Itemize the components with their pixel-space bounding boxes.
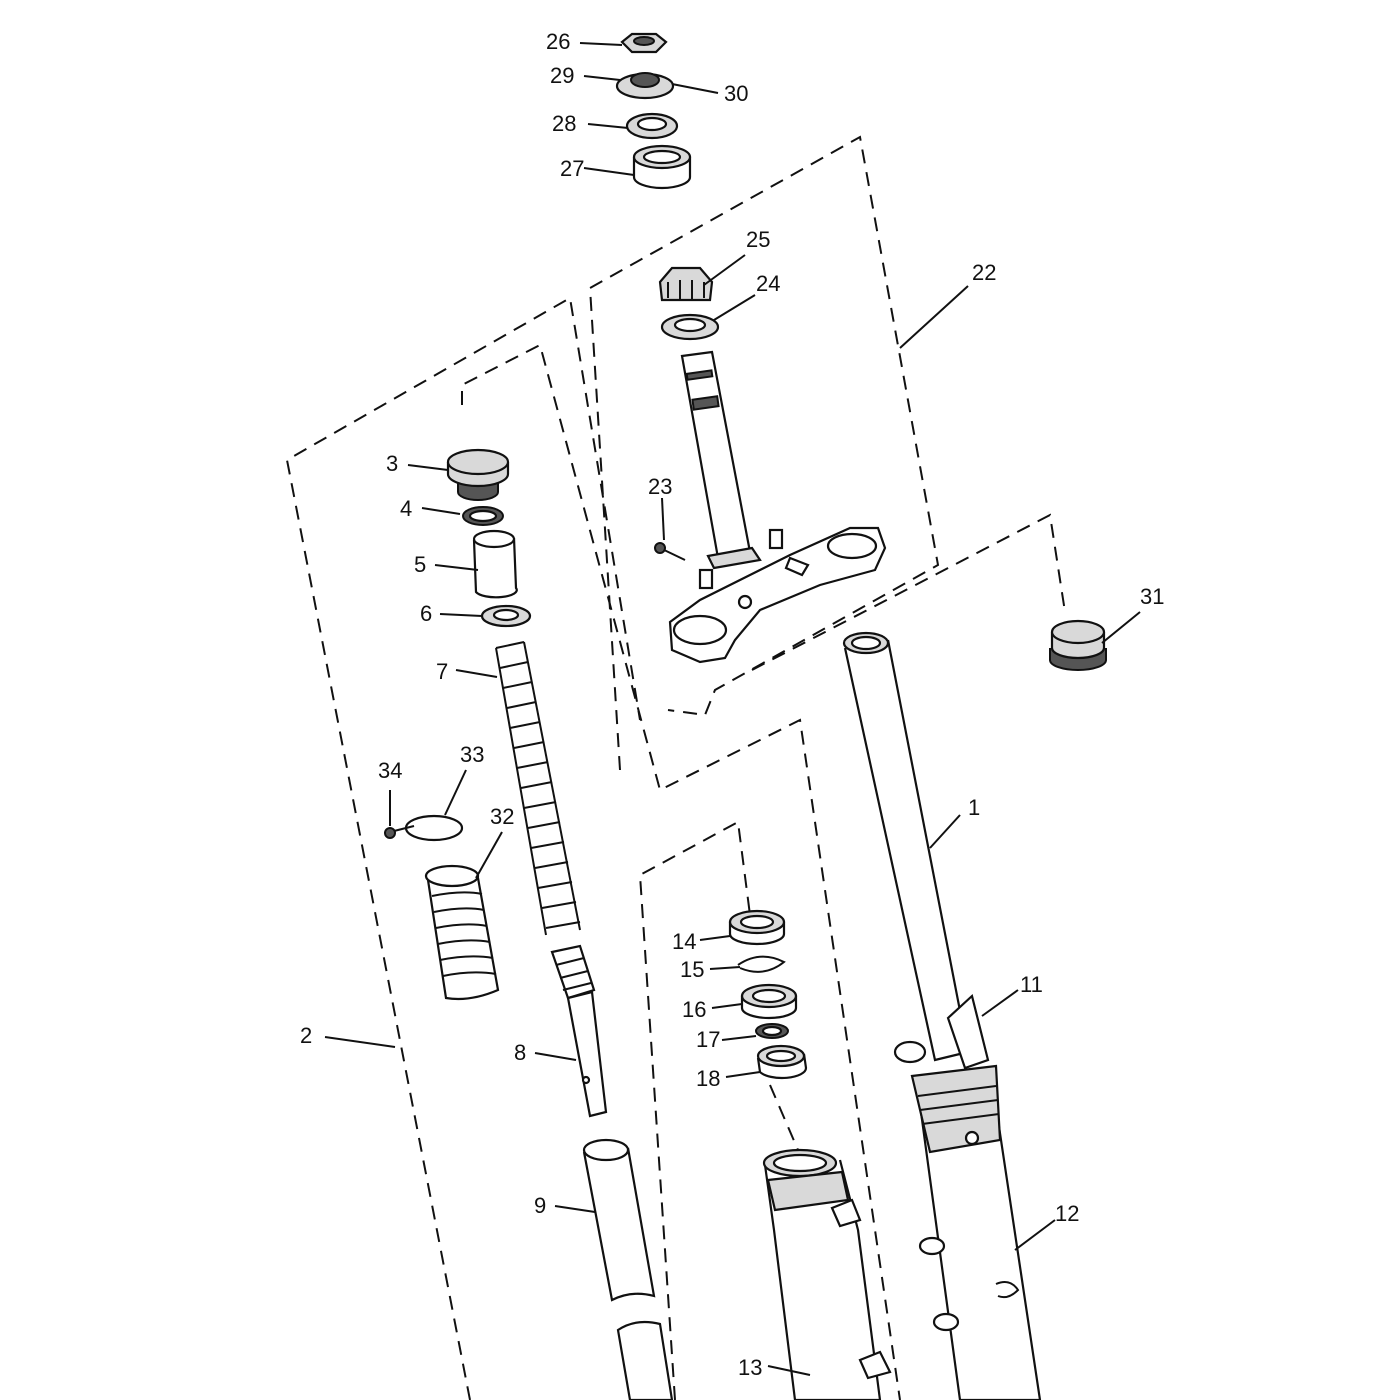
damper-rod-8 xyxy=(550,944,608,1118)
screw-34 xyxy=(384,825,415,839)
callout-31: 31 xyxy=(1140,584,1164,609)
callout-5: 5 xyxy=(414,552,426,577)
hose-clamp-33 xyxy=(404,814,464,842)
callout-12: 12 xyxy=(1055,1201,1079,1226)
fork-cap-31 xyxy=(1049,619,1107,671)
callout-6: 6 xyxy=(420,601,432,626)
boundary-right-cap xyxy=(751,513,1066,671)
callout-16: 16 xyxy=(682,997,706,1022)
clip-15 xyxy=(737,955,786,973)
leader-lines xyxy=(324,42,1141,1376)
axis-damper-stack xyxy=(769,1084,799,1151)
callout-15: 15 xyxy=(680,957,704,982)
steering-nut-26 xyxy=(620,32,668,54)
washer-6 xyxy=(480,604,532,628)
callout-33: 33 xyxy=(460,742,484,767)
callout-labels: 1 2 3 4 5 6 7 8 9 11 12 13 14 15 16 17 1… xyxy=(300,29,1164,1380)
dust-seal-24 xyxy=(660,313,720,341)
callout-28: 28 xyxy=(552,111,576,136)
boundary-fork-inner xyxy=(461,343,901,1400)
callout-22: 22 xyxy=(972,260,996,285)
seal-14 xyxy=(728,909,786,946)
callout-25: 25 xyxy=(746,227,770,252)
boundary-damper xyxy=(638,820,751,1400)
boundary-fork-leg-left xyxy=(285,296,641,1400)
callout-13: 13 xyxy=(738,1355,762,1380)
callout-7: 7 xyxy=(436,659,448,684)
callout-29: 29 xyxy=(550,63,574,88)
steering-stem-22 xyxy=(668,350,887,664)
boundary-triple-clamp xyxy=(588,135,940,771)
callout-8: 8 xyxy=(514,1040,526,1065)
callout-34: 34 xyxy=(378,758,402,783)
tapered-bearing-25 xyxy=(658,266,714,302)
callout-3: 3 xyxy=(386,451,398,476)
bearing-cup-27 xyxy=(632,144,692,190)
bushing-18 xyxy=(756,1044,808,1080)
fork-leg-12 xyxy=(893,1040,1042,1400)
callout-30: 30 xyxy=(724,81,748,106)
callout-2: 2 xyxy=(300,1023,312,1048)
seal-16 xyxy=(740,983,798,1020)
callout-24: 24 xyxy=(756,271,780,296)
outer-tube-13 xyxy=(762,1148,892,1400)
callout-23: 23 xyxy=(648,474,672,499)
callout-14: 14 xyxy=(672,929,696,954)
o-ring-17 xyxy=(755,1023,789,1039)
lock-washer-29 xyxy=(615,72,675,100)
callout-18: 18 xyxy=(696,1066,720,1091)
callout-26: 26 xyxy=(546,29,570,54)
dust-boot-32 xyxy=(424,864,500,1001)
callout-4: 4 xyxy=(400,496,412,521)
spacer-5 xyxy=(472,529,518,599)
fork-spring-7 xyxy=(495,641,581,936)
inner-tube-9 xyxy=(582,1138,674,1400)
callout-1: 1 xyxy=(968,795,980,820)
callout-32: 32 xyxy=(490,804,514,829)
assembly-boundaries xyxy=(285,135,1066,1400)
callout-17: 17 xyxy=(696,1027,720,1052)
callout-11: 11 xyxy=(1020,972,1043,997)
fork-tube-1 xyxy=(842,631,970,1062)
bracket-11 xyxy=(946,993,990,1070)
race-washer-28 xyxy=(625,112,679,140)
bolt-23 xyxy=(654,542,686,561)
o-ring-4 xyxy=(462,506,504,526)
cap-bolt-3 xyxy=(446,448,510,501)
callout-27: 27 xyxy=(560,156,584,181)
callout-9: 9 xyxy=(534,1193,546,1218)
